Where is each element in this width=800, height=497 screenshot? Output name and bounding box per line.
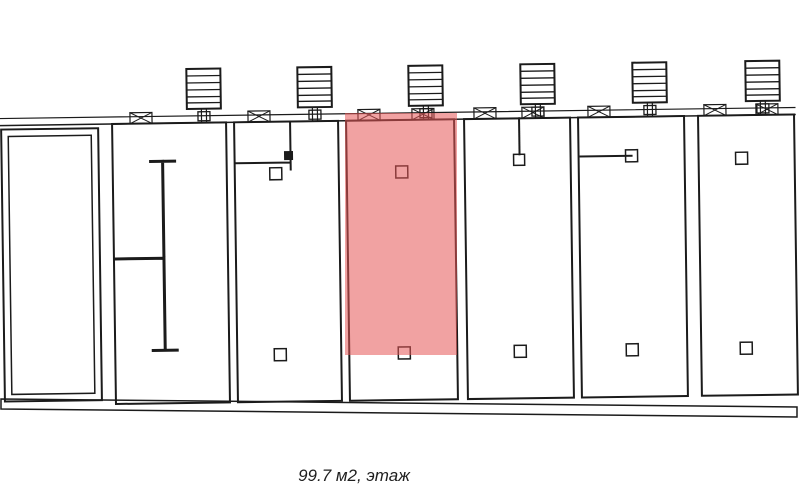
ladder-frame	[407, 64, 444, 107]
window-cross	[247, 110, 271, 123]
window-icon	[521, 106, 545, 119]
window-frame	[755, 103, 779, 116]
ladder-rungs	[185, 74, 222, 104]
window-icon	[587, 105, 611, 119]
window-frame	[129, 111, 153, 125]
room-1-outline	[0, 127, 103, 403]
bottom-wall-group	[0, 398, 798, 418]
ladder-rungs	[519, 70, 556, 99]
room-5-outline	[463, 116, 575, 401]
window-frame	[247, 110, 271, 123]
column-marker	[734, 151, 749, 166]
ladder-rungs	[631, 68, 668, 98]
window-frame	[587, 105, 611, 118]
ladder-frame	[519, 62, 556, 106]
room-6-outline	[577, 115, 689, 399]
ladder-frame	[296, 65, 333, 109]
column-marker	[624, 148, 639, 163]
stairs-icon	[631, 61, 668, 118]
window-frame	[703, 103, 727, 117]
window-icon	[755, 103, 779, 116]
column-marker	[739, 341, 754, 356]
stair-landing	[308, 109, 322, 120]
stairs-icon	[185, 67, 222, 124]
window-cross	[521, 106, 545, 119]
area-caption: 99.7 м2, этаж	[298, 466, 410, 485]
room-2-partition-wall	[114, 159, 179, 352]
column-marker	[268, 166, 283, 181]
ladder-rungs	[744, 67, 781, 96]
column-marker	[273, 347, 288, 362]
column-marker	[513, 344, 528, 359]
room-7-outline	[697, 113, 799, 397]
window-cross	[473, 106, 497, 120]
highlighted-unit-overlay[interactable]	[345, 113, 457, 355]
column-marker	[512, 153, 526, 167]
ladder-rungs	[407, 71, 444, 101]
ladder-frame	[631, 61, 668, 104]
window-icon	[703, 103, 727, 117]
window-cross	[703, 103, 727, 117]
stairs-icon	[407, 64, 444, 121]
stair-landing	[197, 110, 211, 122]
window-icon	[473, 106, 497, 120]
window-icon	[247, 110, 271, 123]
window-icon	[129, 111, 153, 125]
stair-landing	[643, 104, 657, 116]
room-1-inner-wall	[7, 134, 96, 396]
ladder-frame	[744, 59, 781, 103]
window-frame	[473, 107, 497, 120]
room-2-outline	[111, 121, 231, 405]
ladder-frame	[185, 67, 222, 110]
window-cross	[587, 105, 611, 119]
window-frame	[521, 106, 545, 119]
room-3-partition-wall	[234, 120, 292, 171]
room-6-partition-wall	[579, 154, 633, 158]
bottom-wall-band	[0, 398, 798, 418]
stairs-icon	[296, 65, 333, 122]
room-5-partition-wall	[518, 117, 521, 156]
column-marker	[625, 342, 640, 357]
stairs-icon	[744, 59, 781, 116]
window-cross	[755, 103, 779, 116]
plan-drawing	[0, 59, 799, 405]
window-cross	[129, 111, 153, 125]
wall-stub-marker	[283, 150, 294, 161]
ladder-rungs	[296, 73, 333, 103]
